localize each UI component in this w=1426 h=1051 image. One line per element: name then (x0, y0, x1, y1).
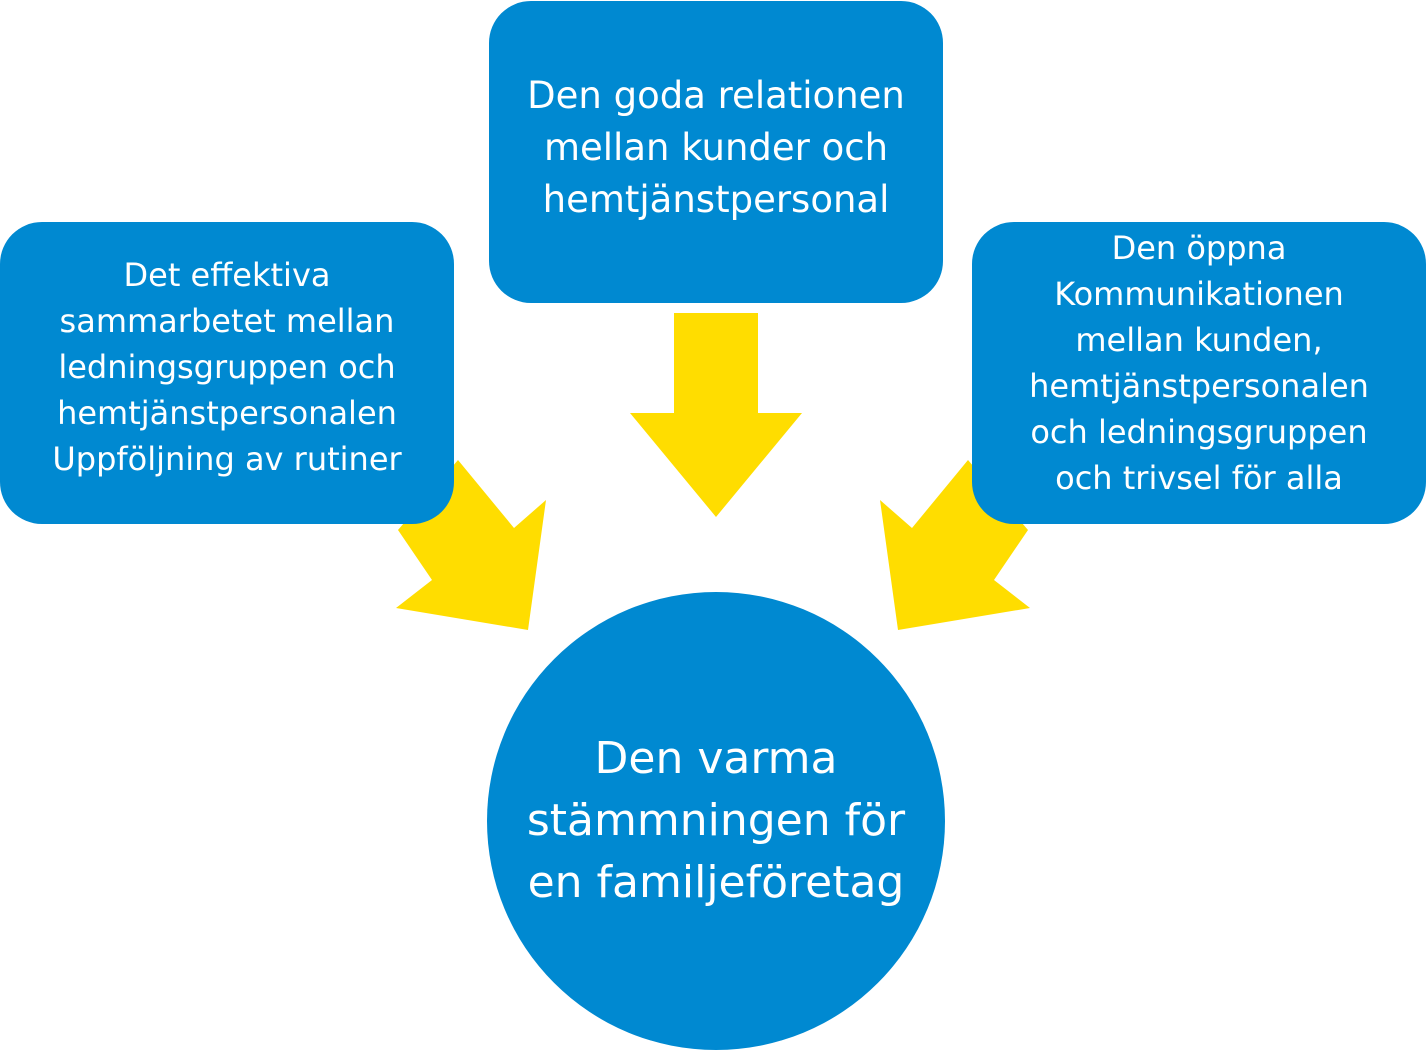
left-box: Det effektiva sammarbetet mellan ledning… (0, 222, 454, 524)
right-box-line: och ledningsgruppen (1030, 413, 1368, 451)
right-box-line: Kommunikationen (1054, 275, 1344, 313)
center-circle-line: en familjeföretag (527, 857, 905, 908)
top-box-line: hemtjänstpersonal (542, 178, 890, 221)
left-box-line: Uppföljning av rutiner (52, 440, 402, 478)
right-box-line: Den öppna (1111, 229, 1287, 267)
left-box-line: Det effektiva (123, 256, 331, 294)
left-box-line: ledningsgruppen och (58, 348, 396, 386)
right-box-line: mellan kunden, (1075, 321, 1323, 359)
right-box: Den öppna Kommunikationen mellan kunden,… (972, 222, 1426, 524)
center-circle: Den varma stämmningen för en familjeföre… (487, 592, 945, 1050)
left-box-line: sammarbetet mellan (59, 302, 395, 340)
down-arrow-icon (630, 313, 802, 517)
left-box-line: hemtjänstpersonalen (57, 394, 397, 432)
right-box-line: hemtjänstpersonalen (1029, 367, 1369, 405)
top-box-line: Den goda relationen (527, 74, 905, 117)
right-box-line: och trivsel för alla (1055, 459, 1343, 497)
center-circle-line: Den varma (594, 733, 838, 784)
top-box-line: mellan kunder och (543, 126, 889, 169)
center-circle-line: stämmningen för (526, 795, 906, 846)
top-box: Den goda relationen mellan kunder och he… (489, 1, 943, 303)
